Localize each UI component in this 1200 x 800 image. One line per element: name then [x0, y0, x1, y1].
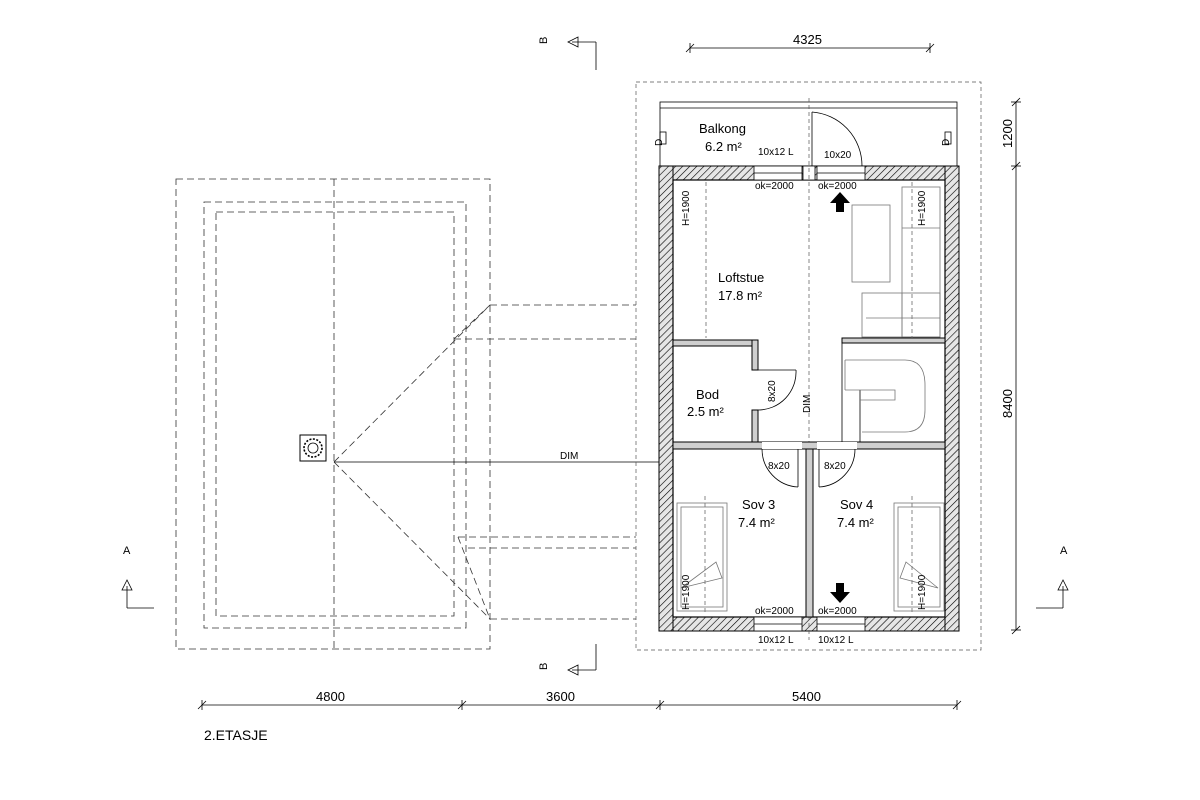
- dimension-bottom: 4800 3600 5400: [197, 689, 962, 710]
- bod-door: [757, 369, 797, 411]
- dimension-right: 1200 8400: [1000, 97, 1021, 635]
- bod-name: Bod: [696, 387, 719, 402]
- balcony-door-label: 10x20: [824, 150, 852, 161]
- section-marker-a-left: A: [121, 545, 154, 609]
- sofa-furniture: [851, 186, 941, 338]
- dim-right-main-value: 8400: [1000, 389, 1015, 418]
- section-marker-b-bottom: B: [538, 644, 597, 676]
- bed-sov4: [893, 502, 945, 612]
- section-b-top-label: B: [538, 37, 550, 44]
- loftstue-area: 17.8 m²: [718, 288, 763, 303]
- window-bottom-left-label: 10x12 L: [758, 635, 794, 646]
- sov4-name: Sov 4: [840, 497, 873, 512]
- balkong-name: Balkong: [699, 121, 746, 136]
- sov4-door-label: 8x20: [824, 461, 846, 472]
- h-sov4-label: H=1900: [917, 574, 928, 610]
- ok-bottom-right: ok=2000: [818, 606, 857, 617]
- sov4-area: 7.4 m²: [837, 515, 875, 530]
- stair: [844, 359, 926, 433]
- room-labels: Balkong 6.2 m² Loftstue 17.8 m² Bod 2.5 …: [687, 121, 875, 530]
- sov3-door: [761, 448, 799, 488]
- ok-top-left: ok=2000: [755, 181, 794, 192]
- section-marker-a-right: A: [1036, 545, 1069, 609]
- roof-outline: DIM: [175, 178, 660, 650]
- window-top-label: 10x12 L: [758, 147, 794, 158]
- knee-wall-lines: [704, 182, 913, 615]
- dim-top-value: 4325: [793, 32, 822, 47]
- h-sov3-label: H=1900: [681, 574, 692, 610]
- bod-area: 2.5 m²: [687, 404, 725, 419]
- sov3-name: Sov 3: [742, 497, 775, 512]
- dim-vertical-label: DIM: [802, 395, 813, 413]
- windows-bottom: [753, 616, 866, 632]
- section-a-right-label: A: [1060, 545, 1068, 557]
- loftstue-name: Loftstue: [718, 270, 764, 285]
- balcony-door: [811, 111, 863, 167]
- drawing-title: 2.ETASJE: [204, 727, 268, 743]
- dim-right-upper-value: 1200: [1000, 119, 1015, 148]
- dim-bottom-3-value: 5400: [792, 689, 821, 704]
- bod-door-label: 8x20: [767, 380, 778, 402]
- d-left-label: D: [654, 139, 665, 146]
- bed-sov3: [676, 502, 728, 612]
- section-b-bottom-label: B: [538, 663, 550, 670]
- sov4-door: [818, 448, 856, 488]
- dimension-top: 4325: [685, 32, 935, 53]
- sov3-area: 7.4 m²: [738, 515, 776, 530]
- dim-bottom-2-value: 3600: [546, 689, 575, 704]
- opening-labels: 10x12 L 10x20 ok=2000 ok=2000 ok=2000 ok…: [681, 147, 928, 646]
- ok-bottom-left: ok=2000: [755, 606, 794, 617]
- arrow-up-icon: [830, 192, 850, 212]
- section-a-left-label: A: [123, 545, 131, 557]
- arrow-down-icon: [830, 583, 850, 603]
- sov3-door-label: 8x20: [768, 461, 790, 472]
- balkong-area: 6.2 m²: [705, 139, 743, 154]
- dim-bottom-1-value: 4800: [316, 689, 345, 704]
- eaves-outline: [635, 81, 982, 651]
- windows-top: [753, 165, 866, 181]
- ok-top-right: ok=2000: [818, 181, 857, 192]
- d-right-label: D: [941, 139, 952, 146]
- h-loft-label: H=1900: [681, 190, 692, 226]
- window-bottom-right-label: 10x12 L: [818, 635, 854, 646]
- interior-walls: [672, 337, 946, 618]
- section-marker-b-top: B: [538, 36, 597, 70]
- h-loft-right-label: H=1900: [917, 190, 928, 226]
- dim-horizontal-label: DIM: [560, 451, 578, 462]
- chimney-icon: [299, 434, 327, 462]
